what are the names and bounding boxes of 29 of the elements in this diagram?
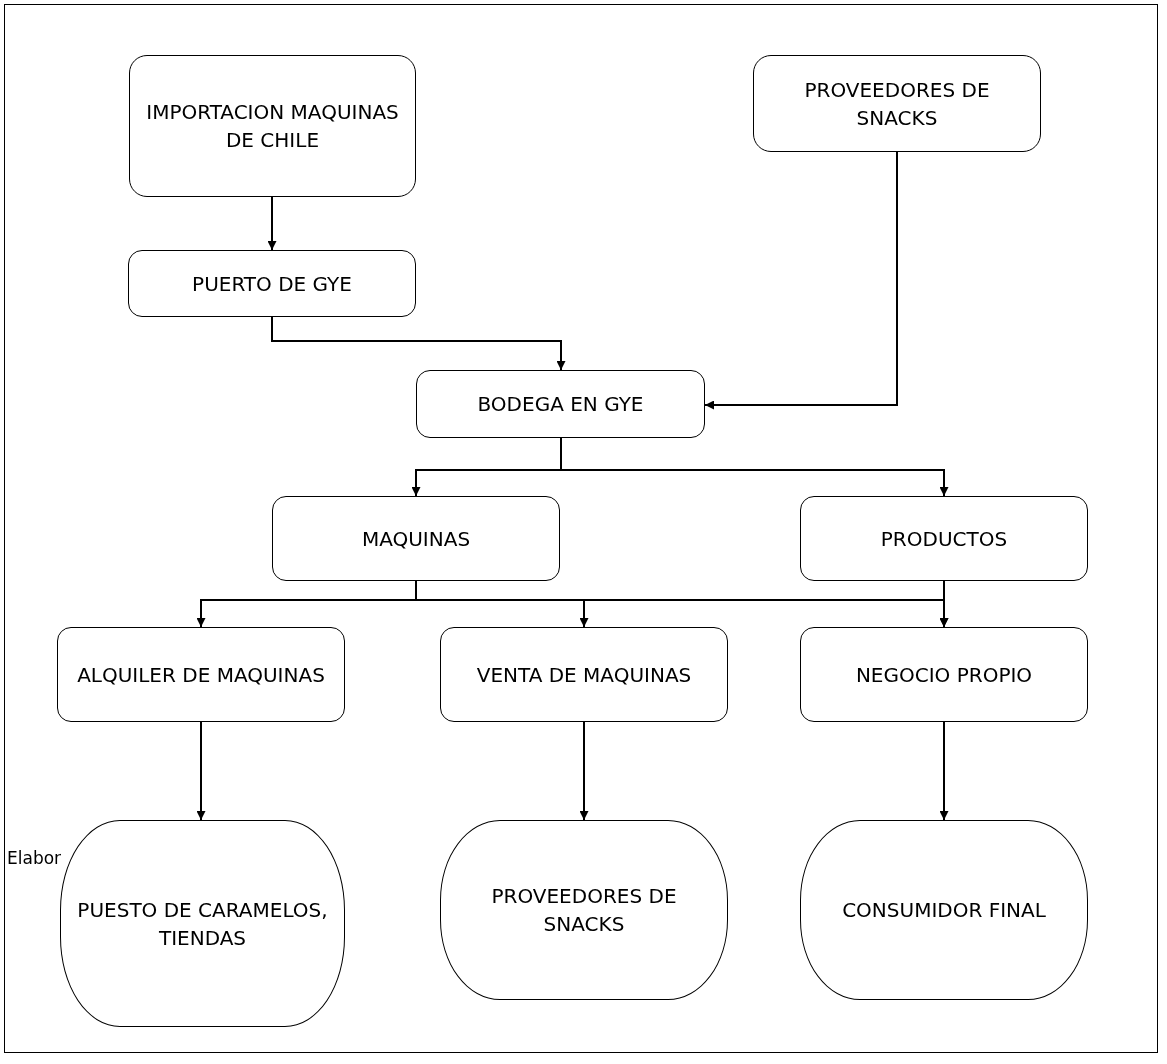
process-box xyxy=(800,496,1088,581)
node-label: PUERTO DE GYE xyxy=(192,270,352,298)
process-box xyxy=(800,627,1088,722)
node-label: VENTA DE MAQUINAS xyxy=(476,661,692,689)
node-label: PROVEEDORES DE SNACKS xyxy=(490,883,678,938)
node-label: PROVEEDORES DE SNACKS xyxy=(803,76,991,132)
node-label: ALQUILER DE MAQUINAS xyxy=(77,661,325,689)
node-label: PRODUCTOS xyxy=(880,525,1008,553)
node-label: IMPORTACION MAQUINAS DE CHILE xyxy=(146,99,399,154)
process-box xyxy=(416,370,705,438)
node-label: CONSUMIDOR FINAL xyxy=(842,897,1046,924)
process-box xyxy=(129,55,416,197)
arrow xyxy=(267,196,277,251)
process-box xyxy=(753,55,1041,152)
node-label: MAQUINAS xyxy=(361,525,471,553)
node-label: BODEGA EN GYE xyxy=(477,391,644,418)
process-box xyxy=(440,627,728,722)
arrow xyxy=(271,316,566,371)
process-box xyxy=(57,627,345,722)
arrow xyxy=(939,721,949,821)
node-label: PUESTO DE CARAMELOS, TIENDAS xyxy=(77,896,328,952)
arrow xyxy=(196,721,206,821)
process-box xyxy=(272,496,560,581)
process-box xyxy=(128,250,416,317)
arrow xyxy=(939,580,949,628)
note-text: Elabor xyxy=(7,848,62,868)
node-label: NEGOCIO PROPIO xyxy=(855,661,1033,689)
arrow xyxy=(579,721,589,821)
arrow xyxy=(704,151,898,410)
